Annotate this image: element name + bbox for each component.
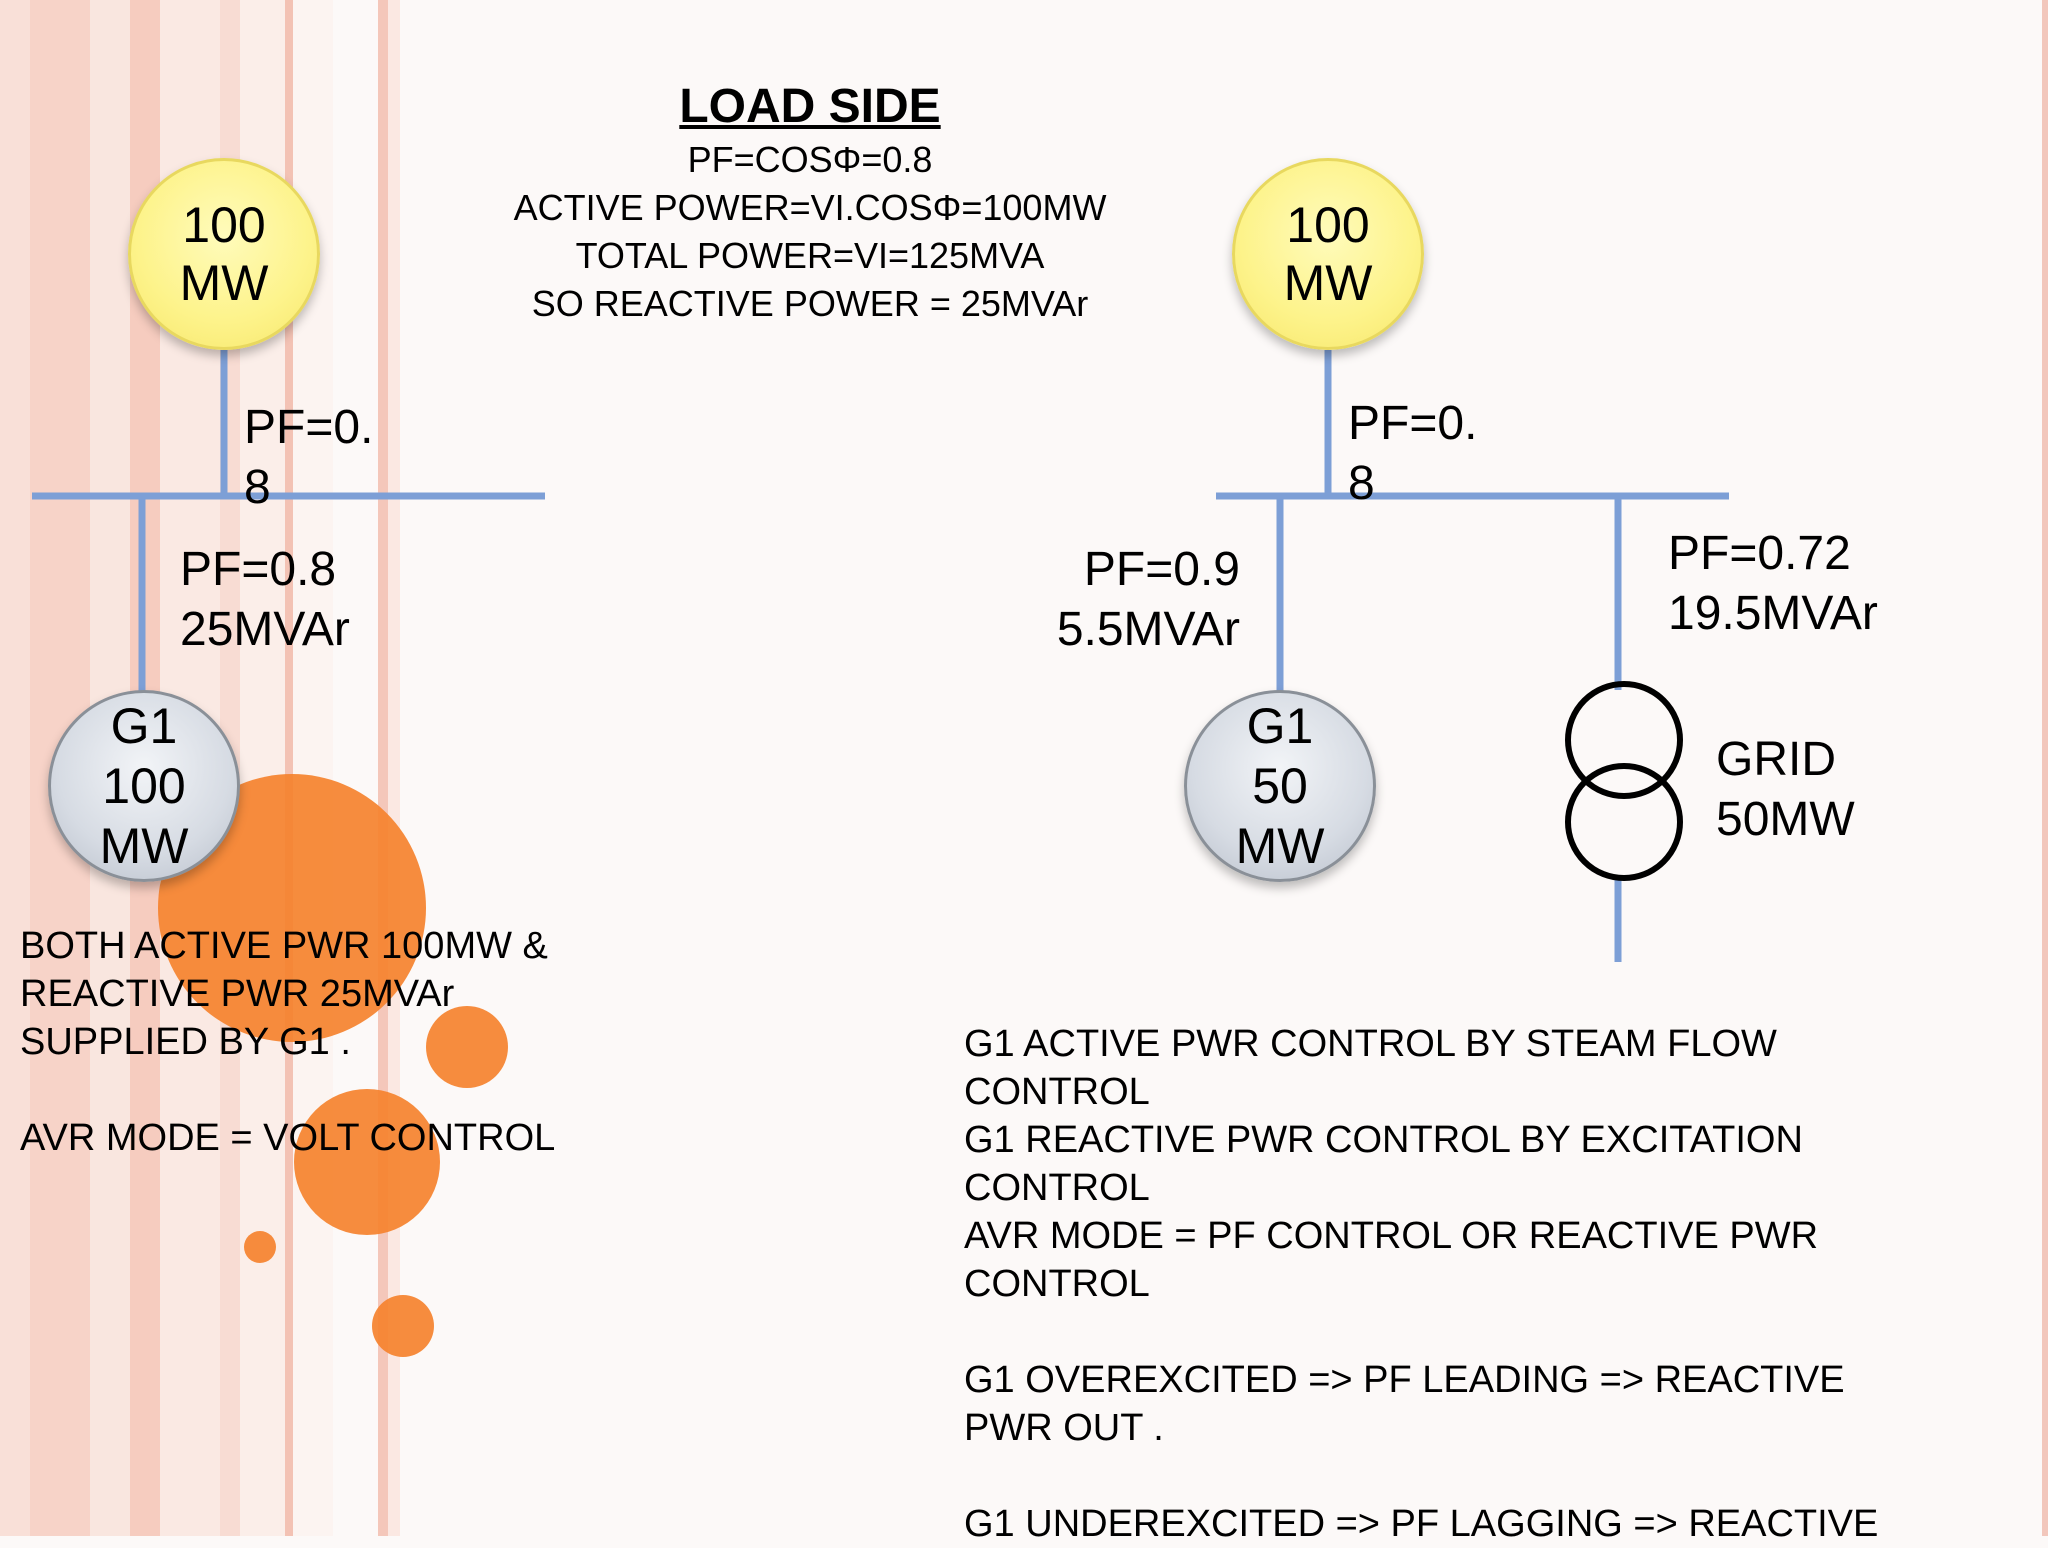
right-load-pf-line1: PF=0. (1348, 397, 1478, 450)
right-gen-unit: MW (1235, 818, 1325, 874)
right-gen-value: 50 (1252, 758, 1308, 814)
right-edge-stripe (2042, 0, 2048, 1536)
right-load-node: 100 MW (1232, 158, 1424, 350)
left-note-line: BOTH ACTIVE PWR 100MW & (20, 925, 548, 967)
right-gen-pf-line1: PF=0.9 (1083, 543, 1240, 596)
left-note-line: REACTIVE PWR 25MVAr (20, 973, 455, 1015)
right-notes: G1 ACTIVE PWR CONTROL BY STEAM FLOW CONT… (964, 1020, 1984, 1548)
total-power-formula: TOTAL POWER=VI=125MVA (575, 235, 1045, 276)
right-note-line: G1 ACTIVE PWR CONTROL BY STEAM FLOW (964, 1023, 1777, 1065)
right-gen-pf-line2: 5.5MVAr (1056, 603, 1240, 656)
left-notes: BOTH ACTIVE PWR 100MW & REACTIVE PWR 25M… (20, 922, 620, 1162)
right-note-line: G1 UNDEREXCITED => PF LAGGING => REACTIV… (964, 1503, 1879, 1545)
left-load-pf-line2: 8 (244, 461, 271, 514)
left-load-pf-line1: PF=0. (244, 401, 374, 454)
right-note-line: CONTROL (964, 1263, 1150, 1305)
left-gen-unit: MW (99, 818, 189, 874)
grid-label: GRID 50MW (1716, 730, 1855, 850)
grid-transformer-icon (1565, 681, 1683, 881)
right-load-value: 100 (1286, 197, 1370, 253)
right-load-pf-label: PF=0. 8 (1348, 394, 1477, 514)
right-gen-pf-label: PF=0.9 5.5MVAr (1040, 540, 1240, 660)
right-note-line: PWR OUT . (964, 1407, 1164, 1449)
grid-name: GRID (1716, 733, 1836, 786)
right-generator-node: G1 50 MW (1184, 690, 1376, 882)
left-load-pf-label: PF=0. 8 (244, 398, 373, 518)
left-gen-pf-label: PF=0.8 25MVAr (180, 540, 350, 660)
pf-formula: PF=COSΦ=0.8 (687, 139, 933, 180)
right-gen-name: G1 (1246, 698, 1314, 754)
right-note-line: G1 REACTIVE PWR CONTROL BY EXCITATION (964, 1119, 1803, 1161)
right-grid-pf-line1: PF=0.72 (1668, 527, 1851, 580)
grid-capacity: 50MW (1716, 793, 1855, 846)
left-gen-value: 100 (102, 758, 186, 814)
right-load-pf-line2: 8 (1348, 457, 1375, 510)
left-load-node: 100 MW (128, 158, 320, 350)
right-note-line: AVR MODE = PF CONTROL OR REACTIVE PWR (964, 1215, 1819, 1257)
left-gen-name: G1 (110, 698, 178, 754)
right-grid-pf-line2: 19.5MVAr (1668, 587, 1878, 640)
left-note-line (20, 1066, 620, 1114)
left-generator-node: G1 100 MW (48, 690, 240, 882)
right-grid-pf-label: PF=0.72 19.5MVAr (1668, 524, 1878, 644)
load-side-title-block: LOAD SIDE PF=COSΦ=0.8 ACTIVE POWER=VI.CO… (440, 78, 1180, 328)
active-power-formula: ACTIVE POWER=VI.COSΦ=100MW (513, 187, 1107, 228)
left-load-value: 100 (182, 197, 266, 253)
right-note-line: G1 OVEREXCITED => PF LEADING => REACTIVE (964, 1359, 1845, 1401)
left-note-line: AVR MODE = VOLT CONTROL (20, 1117, 556, 1159)
left-gen-pf-line1: PF=0.8 (180, 543, 337, 596)
right-note-line: CONTROL (964, 1071, 1150, 1113)
load-side-heading: LOAD SIDE (679, 80, 941, 133)
left-load-unit: MW (179, 255, 269, 311)
right-note-line (964, 1452, 1984, 1500)
right-note-line (964, 1308, 1984, 1356)
left-note-line: SUPPLIED BY G1 . (20, 1021, 351, 1063)
right-note-line: CONTROL (964, 1167, 1150, 1209)
reactive-power-formula: SO REACTIVE POWER = 25MVAr (531, 283, 1089, 324)
left-gen-pf-line2: 25MVAr (180, 603, 350, 656)
right-load-unit: MW (1283, 255, 1373, 311)
